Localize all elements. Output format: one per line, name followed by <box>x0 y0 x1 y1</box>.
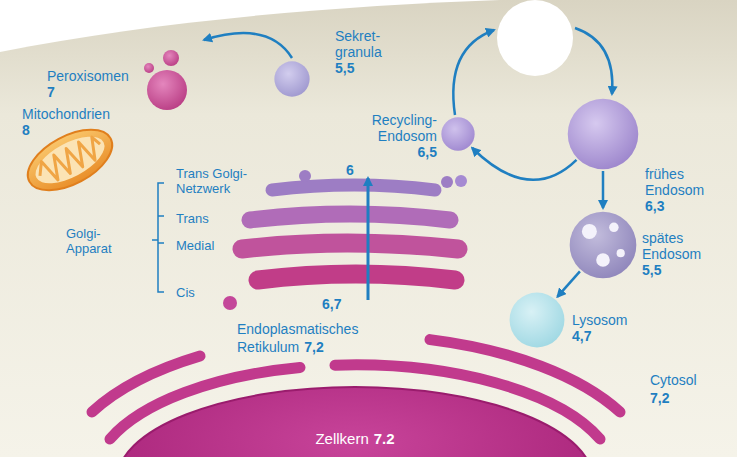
organelle-shape <box>567 98 639 170</box>
mitochondrion: Mitochondrien8 <box>20 128 120 192</box>
label-group: Lysosom4,7 <box>572 312 628 344</box>
golgi-bracket <box>152 183 164 292</box>
ph-value: 5,5 <box>335 60 399 76</box>
organelle-name: Zellkern <box>315 430 368 447</box>
ph-value: 6,3 <box>645 198 717 214</box>
organelle-name: Mitochondrien <box>22 106 110 122</box>
golgi-label: Golgi- Apparat <box>66 226 128 256</box>
label-group: Sekret- granula5,5 <box>335 28 399 76</box>
ph-value: 6,7 <box>322 296 341 312</box>
ph-value: 7,2 <box>650 390 669 406</box>
transport-arrow <box>602 171 605 208</box>
er-vesicle <box>223 296 237 310</box>
golgi-stack <box>242 185 458 280</box>
organelle-name: frühes Endosom <box>645 166 717 198</box>
golgi-part-label: Trans Golgi- Netzwerk <box>176 166 271 196</box>
ph-value: 6,5 <box>355 144 437 160</box>
transport-arrow <box>558 271 580 296</box>
label-group: spätes Endosom5,5 <box>642 230 714 278</box>
organelle-shape <box>441 117 475 151</box>
membrane-vesicle <box>497 0 573 76</box>
recycling-endosome: Recycling- Endosom6,5 <box>441 117 475 151</box>
ph-value: 4,7 <box>572 328 628 344</box>
early-endosome: frühes Endosom6,3 <box>567 98 639 170</box>
cytosol-label: Cytosol <box>650 372 697 388</box>
golgi-part-label: Trans <box>176 211 209 226</box>
nucleus: Zellkern 7.2 <box>115 385 595 457</box>
ph-value: 6 <box>346 162 354 178</box>
organelle-name: spätes Endosom <box>642 230 714 262</box>
organelle-shape <box>140 50 190 114</box>
endocytosis-arrow <box>575 28 612 94</box>
organelle-shape <box>509 292 565 348</box>
organelle-name: Lysosom <box>572 312 628 328</box>
transport-arrow <box>472 148 576 180</box>
organelle-shape <box>569 211 637 279</box>
recycling-arrow <box>453 30 494 115</box>
organelle-name: Endoplasmatisches Retikulum <box>237 321 358 355</box>
golgi-vesicle <box>441 176 453 188</box>
ph-value: 7.2 <box>374 430 395 447</box>
ph-value: 7 <box>47 84 129 100</box>
label-group: Endoplasmatisches Retikulum7,2 <box>237 320 387 356</box>
ph-value: 7,2 <box>304 339 323 355</box>
organelle-name: Peroxisomen <box>47 68 129 84</box>
golgi-part-label: Medial <box>176 238 214 253</box>
organelle-name: Sekret- granula <box>335 28 399 60</box>
golgi-part-label: Cis <box>176 285 195 300</box>
ph-value: 5,5 <box>642 262 714 278</box>
peroxisome: Peroxisomen7 <box>140 50 190 114</box>
late-endosome: spätes Endosom5,5 <box>569 211 637 279</box>
ph-gradient-arrow <box>367 178 370 300</box>
label-group: Recycling- Endosom6,5 <box>355 112 437 160</box>
endosome-vesicle <box>455 175 467 187</box>
ph-value: 8 <box>22 122 110 138</box>
label-group: frühes Endosom6,3 <box>645 166 717 214</box>
label-group: Peroxisomen7 <box>47 68 129 100</box>
secretory-granule: Sekret- granula5,5 <box>274 61 310 97</box>
secretion-arrow <box>204 33 292 58</box>
organelle-name: Recycling- Endosom <box>355 112 437 144</box>
organelle-shape <box>20 128 120 192</box>
label-group: Zellkern 7.2 <box>295 430 415 448</box>
label-group: Mitochondrien8 <box>22 106 110 138</box>
lysosome: Lysosom4,7 <box>509 292 565 348</box>
organelle-shape <box>274 61 310 97</box>
golgi-vesicle <box>299 170 311 182</box>
